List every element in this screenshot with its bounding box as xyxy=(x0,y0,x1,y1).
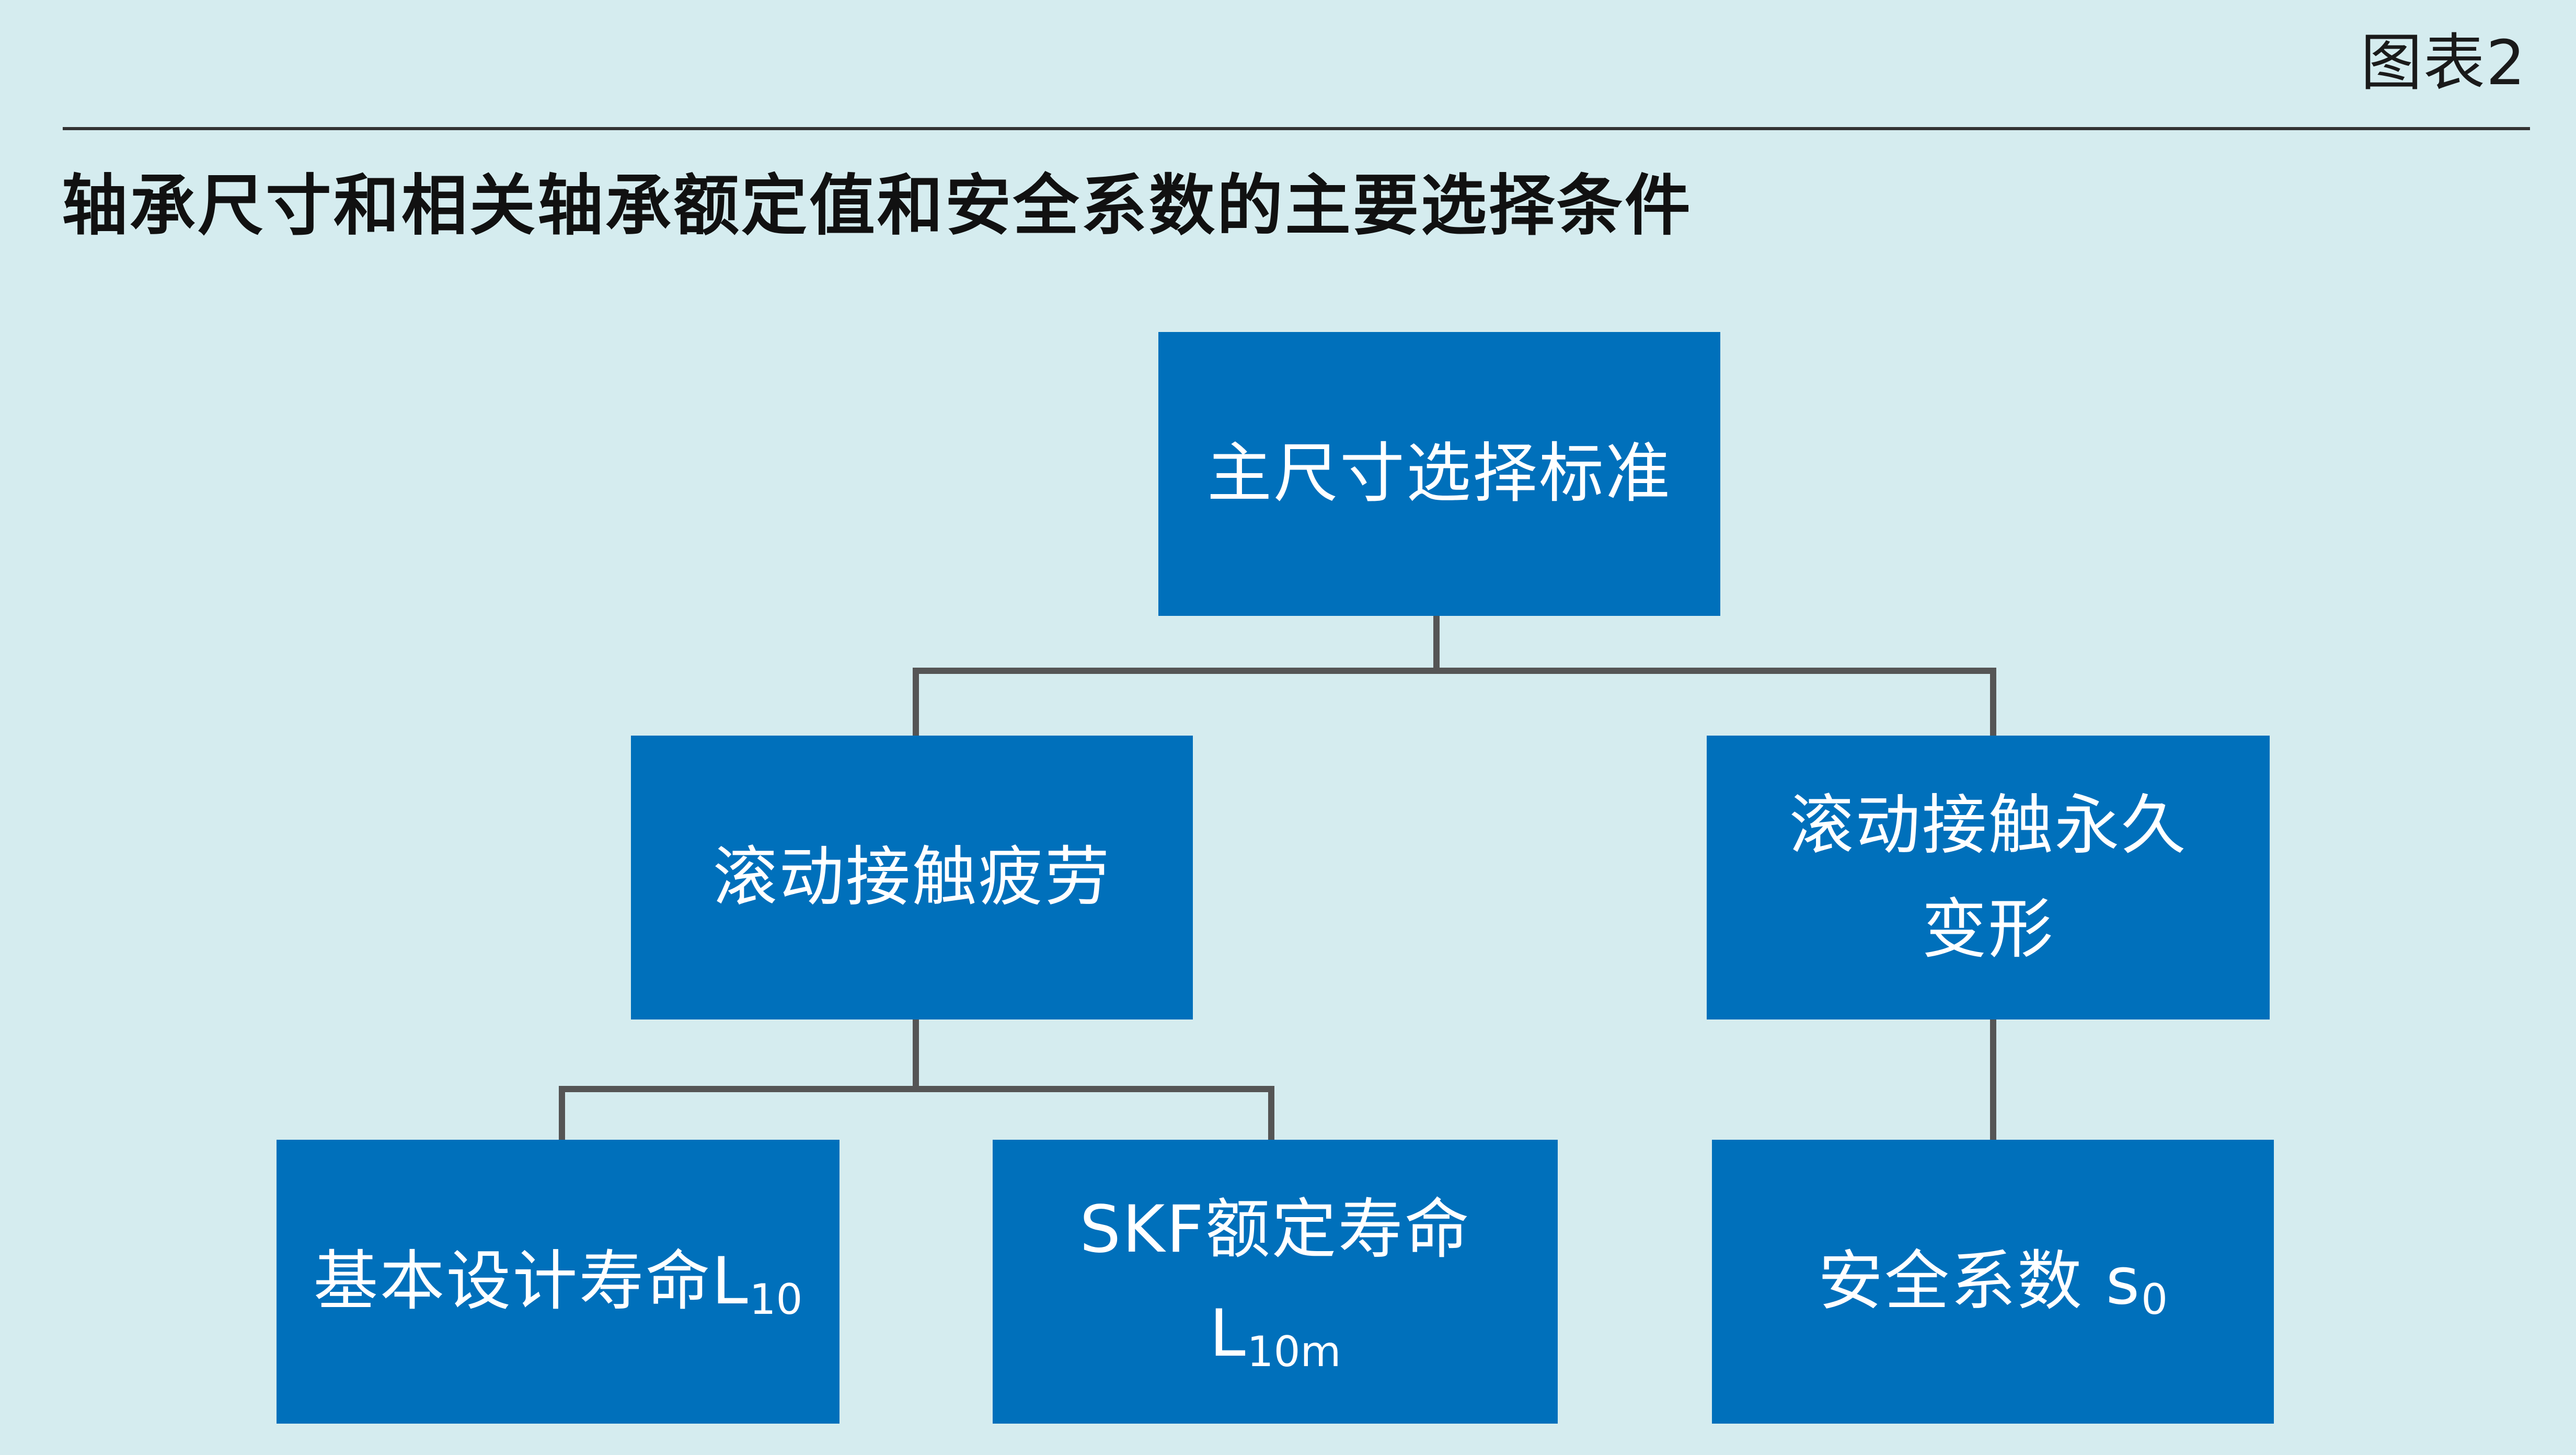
node-label-line-1: SKF额定寿命 xyxy=(1079,1192,1471,1268)
node-label: 主尺寸选择标准 xyxy=(1206,436,1672,512)
node-label-line: 基本设计寿命L10 xyxy=(314,1230,803,1333)
node-main-dimension-criteria: 主尺寸选择标准 xyxy=(1158,332,1720,616)
node-label-line-2: 变形 xyxy=(1922,891,2055,967)
connector-root-right xyxy=(1433,668,1996,739)
node-permanent-deformation: 滚动接触永久 变形 xyxy=(1707,736,2270,1019)
node-safety-factor: 安全系数 s0 xyxy=(1712,1140,2274,1424)
node-basic-rating-life: 基本设计寿命L10 xyxy=(277,1140,840,1424)
header-divider xyxy=(63,127,2530,130)
figure-label: 图表2 xyxy=(2360,27,2526,99)
node-rolling-contact-fatigue: 滚动接触疲劳 xyxy=(631,736,1193,1019)
node-label-main: L xyxy=(1209,1296,1247,1371)
node-label: 滚动接触疲劳 xyxy=(712,840,1111,915)
node-label-line: 安全系数 s0 xyxy=(1818,1230,2168,1333)
node-label-line-2: L10m xyxy=(1210,1282,1341,1385)
node-label: 安全系数 s xyxy=(1818,1244,2142,1320)
node-label-subscript: 10m xyxy=(1247,1327,1341,1376)
page-title: 轴承尺寸和相关轴承额定值和安全系数的主要选择条件 xyxy=(62,167,1693,244)
connector-root-children xyxy=(913,611,1440,739)
node-skf-rating-life: SKF额定寿命 L10m xyxy=(993,1140,1558,1424)
node-label-subscript: 10 xyxy=(749,1275,803,1324)
connector-fatigue-right xyxy=(913,1086,1274,1143)
node-label: 基本设计寿命L xyxy=(313,1244,750,1320)
node-label-subscript: 0 xyxy=(2141,1275,2168,1324)
connector-fatigue-children xyxy=(559,1016,919,1143)
node-label-line-1: 滚动接触永久 xyxy=(1789,788,2188,864)
